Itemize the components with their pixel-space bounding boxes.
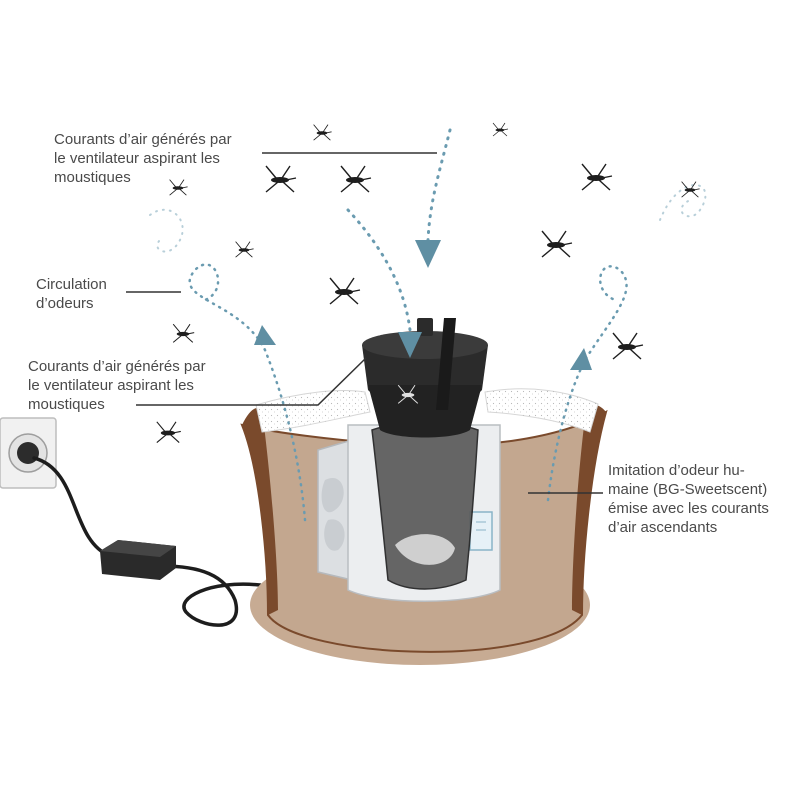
fan-icon <box>317 438 353 581</box>
sweetscent-label: Imitation d’odeur hu- maine (BG-Sweetsce… <box>608 462 769 536</box>
mosquito-icon <box>612 332 644 360</box>
mosquito-icon <box>156 421 181 444</box>
odor-circulation-label: Circulation d’odeurs <box>36 276 107 312</box>
power-cable <box>32 456 262 627</box>
leader-line-airflow-middle <box>136 357 367 406</box>
airflow-intake-stream <box>426 128 452 242</box>
mosquito-icon <box>340 165 372 193</box>
mosquito-icon <box>681 181 700 198</box>
odor-stream-left <box>188 263 307 522</box>
mosquito-icon <box>235 241 254 258</box>
intake-funnel <box>362 318 488 438</box>
scent-dispenser-icon <box>469 511 493 551</box>
mosquito-icon <box>172 323 195 343</box>
mosquito-icon <box>313 124 332 141</box>
mosquito-icon <box>169 179 188 196</box>
mosquito-icon <box>492 122 509 137</box>
mosquito-icon <box>397 384 419 404</box>
mosquito-icon <box>541 230 573 258</box>
mosquito-icon <box>329 277 361 305</box>
airflow-top-label: Courants d’air générés par le ventilateu… <box>54 131 232 186</box>
power-socket-icon <box>0 417 57 489</box>
airflow-middle-label: Courants d’air générés par le ventilateu… <box>28 358 206 413</box>
power-adapter-icon <box>100 540 176 580</box>
mosquito-icon <box>265 165 297 193</box>
trap-rim <box>242 407 278 615</box>
airflow-intake-arrow <box>415 240 441 268</box>
mosquito-icon <box>581 163 613 191</box>
